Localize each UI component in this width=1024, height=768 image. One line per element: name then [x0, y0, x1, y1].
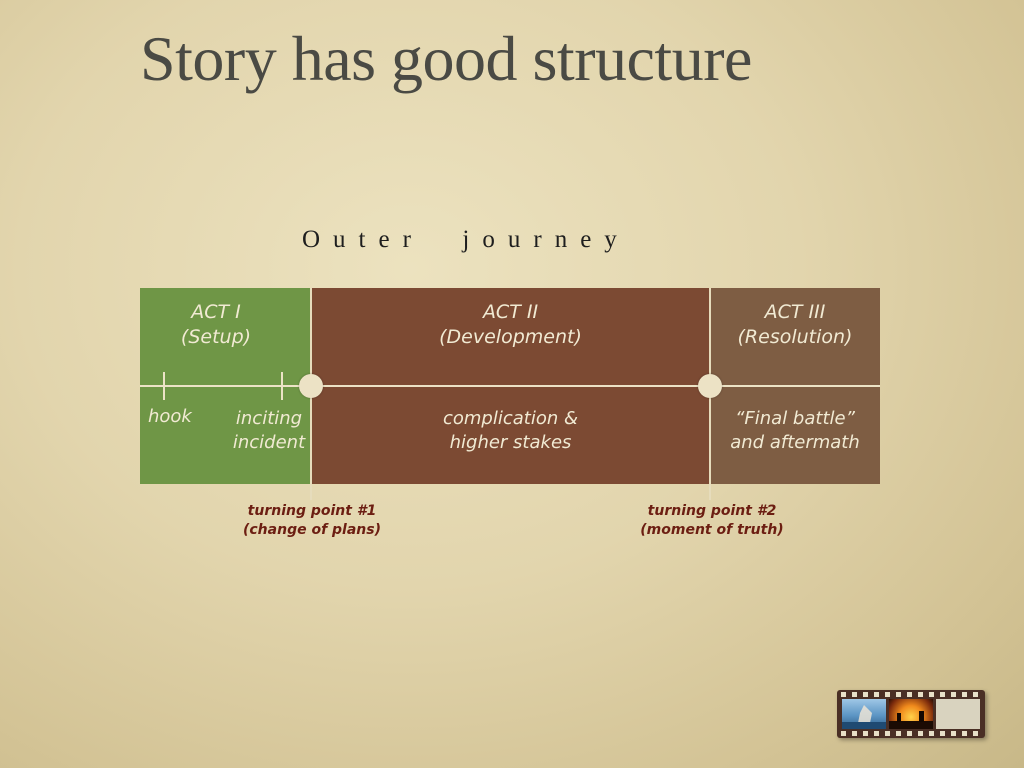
act-1-label: ACT I (Setup) — [140, 300, 292, 350]
hook-tick — [163, 372, 165, 400]
final-line-1: “Final battle” — [735, 408, 855, 429]
final-line-2: and aftermath — [730, 432, 860, 453]
turning-point-1-title: turning point #1 — [247, 503, 377, 519]
act-3-label: ACT III (Resolution) — [710, 300, 880, 350]
film-frame-fire — [889, 699, 933, 729]
film-frame-ship-image — [842, 705, 886, 729]
act-2-subtitle: (Development) — [439, 326, 582, 348]
film-frame-sky — [842, 699, 886, 729]
film-strip-logo — [837, 690, 985, 738]
turning-point-2-label: turning point #2 (moment of truth) — [630, 502, 794, 540]
film-frame-explosion-image — [889, 711, 933, 729]
diagram-subtitle: Outer journey — [302, 226, 630, 253]
turning-point-2-caption: (moment of truth) — [640, 522, 784, 538]
turning-point-1-caption: (change of plans) — [242, 522, 382, 538]
complication-label: complication & higher stakes — [311, 407, 710, 455]
complication-line-1: complication & — [442, 408, 579, 429]
act-3-subtitle: (Resolution) — [737, 326, 853, 348]
turning-point-1-marker — [299, 374, 323, 398]
timeline-line — [140, 385, 880, 387]
inciting-incident-label: inciting incident — [226, 407, 312, 455]
turning-point-1-label: turning point #1 (change of plans) — [232, 502, 392, 540]
inciting-line-2: incident — [232, 432, 306, 453]
complication-line-2: higher stakes — [449, 432, 572, 453]
hook-label: hook — [148, 406, 192, 427]
film-perforations-bottom — [841, 731, 981, 736]
turning-point-2-marker — [698, 374, 722, 398]
act-2-label: ACT II (Development) — [311, 300, 710, 350]
act-1-subtitle: (Setup) — [180, 326, 252, 348]
inciting-incident-tick — [281, 372, 283, 400]
final-battle-label: “Final battle” and aftermath — [710, 407, 880, 455]
inciting-line-1: inciting — [235, 408, 303, 429]
slide-title: Story has good structure — [140, 23, 752, 94]
act-1-name: ACT I — [191, 301, 241, 323]
film-perforations-top — [841, 692, 981, 697]
act-3-name: ACT III — [764, 301, 826, 323]
act-2-name: ACT II — [482, 301, 539, 323]
film-frame-blank — [936, 699, 980, 729]
turning-point-2-title: turning point #2 — [647, 503, 777, 519]
